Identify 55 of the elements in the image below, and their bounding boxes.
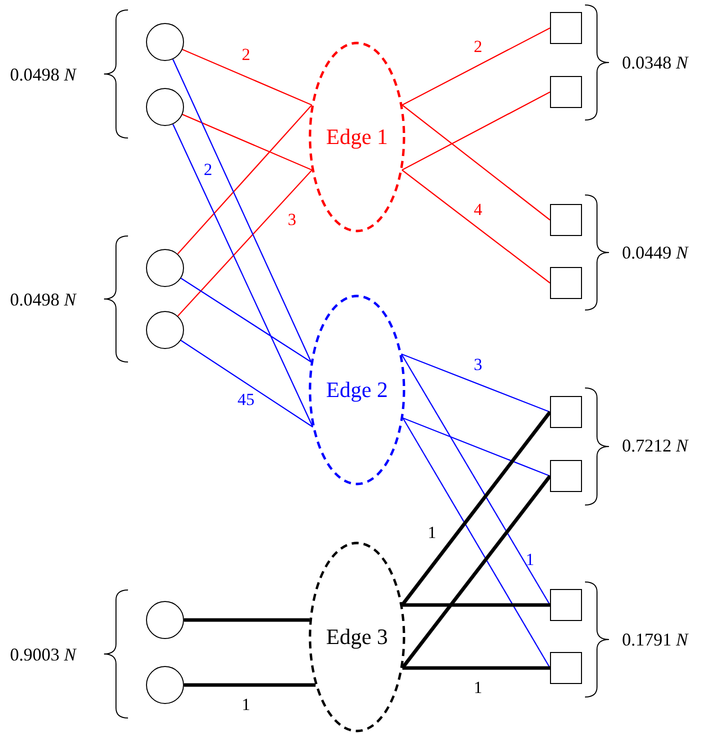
group-fraction-label: 0.0348 N	[622, 52, 688, 74]
group-fraction-label: 0.0498 N	[10, 290, 76, 310]
edge-label: 2	[204, 160, 212, 180]
connector-line	[182, 114, 312, 171]
square-node	[550, 267, 582, 299]
edge-label: 3	[288, 210, 296, 230]
connector-line	[172, 124, 314, 428]
edge-label: 1	[428, 523, 436, 543]
edge-label: 45	[238, 390, 254, 410]
connector-line	[401, 353, 550, 413]
circle-node	[146, 601, 184, 639]
connector-line	[402, 170, 550, 284]
connector-line	[184, 618, 310, 622]
edge-label: 2	[474, 37, 482, 57]
square-node	[550, 204, 582, 236]
connector-line	[172, 59, 312, 362]
square-node	[550, 652, 582, 684]
circle-node	[146, 311, 184, 349]
group-fraction-label: 0.1791 N	[622, 630, 688, 650]
connector-line	[180, 278, 312, 362]
square-node	[550, 460, 582, 492]
connector-line	[177, 104, 312, 254]
group-fraction-label: 0.0449 N	[622, 242, 688, 264]
square-node	[550, 589, 582, 621]
group-fraction-label: 0.9003 N	[10, 644, 76, 666]
square-node	[550, 76, 582, 108]
connector-line	[180, 340, 314, 428]
group-fraction-label: 0.7212 N	[622, 436, 688, 456]
ellipse-label: Edge 2	[326, 377, 388, 403]
circle-node	[146, 23, 184, 61]
square-node	[550, 12, 582, 44]
edge-label: 1	[526, 550, 534, 570]
connector-line	[402, 418, 551, 668]
connector-line	[402, 603, 550, 607]
group-fraction-label: 0.0498 N	[10, 64, 76, 86]
ellipse-label: Edge 1	[326, 124, 388, 150]
connector-line	[402, 91, 550, 171]
connector-line	[402, 417, 550, 477]
connector-line	[402, 27, 550, 106]
connector-line	[177, 170, 312, 316]
connector-line	[184, 683, 316, 687]
edge-label: 1	[474, 678, 482, 698]
connector-line	[402, 104, 550, 220]
edge-label: 2	[242, 45, 250, 65]
circle-node	[146, 666, 184, 704]
connector-line	[402, 666, 550, 670]
circle-node	[146, 88, 184, 126]
square-node	[550, 396, 582, 428]
circle-node	[146, 249, 184, 287]
edge-label: 1	[242, 695, 250, 715]
edge-label: 3	[474, 355, 482, 375]
connector-line	[182, 48, 312, 106]
ellipse-label: Edge 3	[326, 624, 388, 650]
connector-line	[400, 354, 551, 606]
edge-label: 4	[474, 200, 482, 220]
